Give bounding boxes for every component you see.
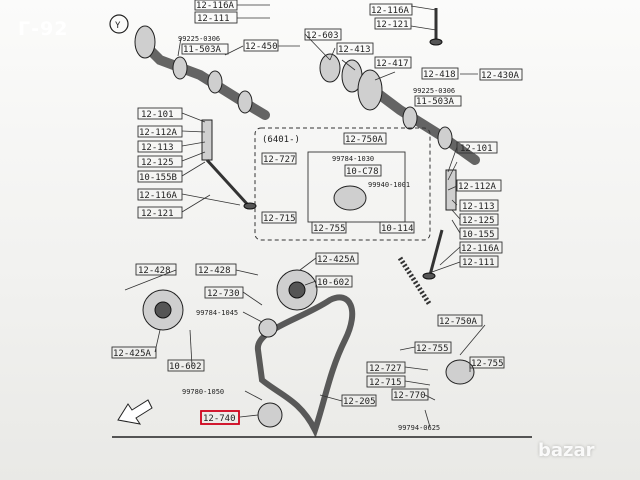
valve-top [429,8,443,46]
label-5: 12-116A [371,6,410,16]
label-25: 10-C78 [346,167,379,177]
idler-1 [258,318,278,338]
label-42: 99784-1045 [196,309,238,317]
label-37: 12-428 [138,266,171,276]
labels: 12-116A 12-111 12-121 12-603 12-116A 992… [111,0,523,432]
label-50: 12-727 [369,364,402,374]
label-23: 12-727 [263,155,296,165]
label-19: 10-155B [139,173,177,183]
label-1: 12-116A [196,1,235,11]
label-54: 99794-0625 [398,424,440,432]
label-15: 12-101 [141,110,174,120]
label-2: 12-111 [197,14,230,24]
idler-2 [257,402,283,428]
watermark: bazar [538,440,595,461]
label-31: 12-112A [458,182,497,192]
label-21: 12-121 [141,209,174,219]
label-45: 99780-1050 [182,388,224,396]
label-17: 12-113 [141,143,174,153]
tensioner-right [445,359,475,385]
label-22: 12-750A [345,135,384,145]
label-10: 12-417 [376,59,409,69]
direction-arrow [117,399,153,425]
label-36: 12-111 [462,258,495,268]
y-marker-circle [109,14,129,34]
label-29: 10-114 [381,224,414,234]
label-9: 12-413 [338,45,371,55]
label-47: 12-205 [343,397,376,407]
label-43: 12-425A [113,349,152,359]
label-53: 12-770 [393,391,426,401]
label-11: 12-418 [423,70,456,80]
label-52: 12-755 [471,359,504,369]
label-32: 12-113 [462,202,495,212]
tensioner-small [333,185,367,211]
sprocket-right [276,269,318,311]
label-27: 12-715 [263,214,296,224]
leader-lines [124,4,486,428]
caption: Г-92 [18,18,69,40]
label-46: 12-740 [203,414,236,424]
label-34: 10-155 [462,230,495,240]
label-6: 99225-0306 [178,35,220,43]
camshaft-left [134,25,270,120]
label-30: 12-101 [460,144,493,154]
highlight-box [200,410,240,425]
label-24: 99784-1030 [332,155,374,163]
label-28: 12-755 [313,224,346,234]
label-51: 12-715 [369,378,402,388]
label-12: 12-430A [481,71,520,81]
group-label: (6401-) [262,135,300,145]
label-41: 12-730 [207,289,240,299]
y-marker: Y [115,21,121,31]
label-40: 10-602 [317,278,350,288]
label-26: 99940-1001 [368,181,410,189]
valve-right [422,169,457,280]
label-48: 12-750A [439,317,478,327]
label-8: 12-450 [245,42,278,52]
label-44: 10-602 [169,362,202,372]
label-7: 11-503A [183,45,222,55]
label-18: 12-125 [141,158,174,168]
label-39: 12-425A [317,255,356,265]
timing-belt [254,294,356,438]
label-16: 12-112A [139,128,178,138]
inner-box [307,151,406,223]
label-35: 12-116A [461,244,500,254]
label-49: 12-755 [416,344,449,354]
sprocket-left [142,289,184,331]
label-4: 12-603 [306,31,339,41]
label-33: 12-125 [462,216,495,226]
label-13: 99225-0306 [413,87,455,95]
label-3: 12-121 [376,20,409,30]
valve-left [201,119,257,210]
label-20: 12-116A [139,191,178,201]
label-14: 11-503A [416,97,455,107]
label-38: 12-428 [198,266,231,276]
rubber-strip [397,256,433,307]
